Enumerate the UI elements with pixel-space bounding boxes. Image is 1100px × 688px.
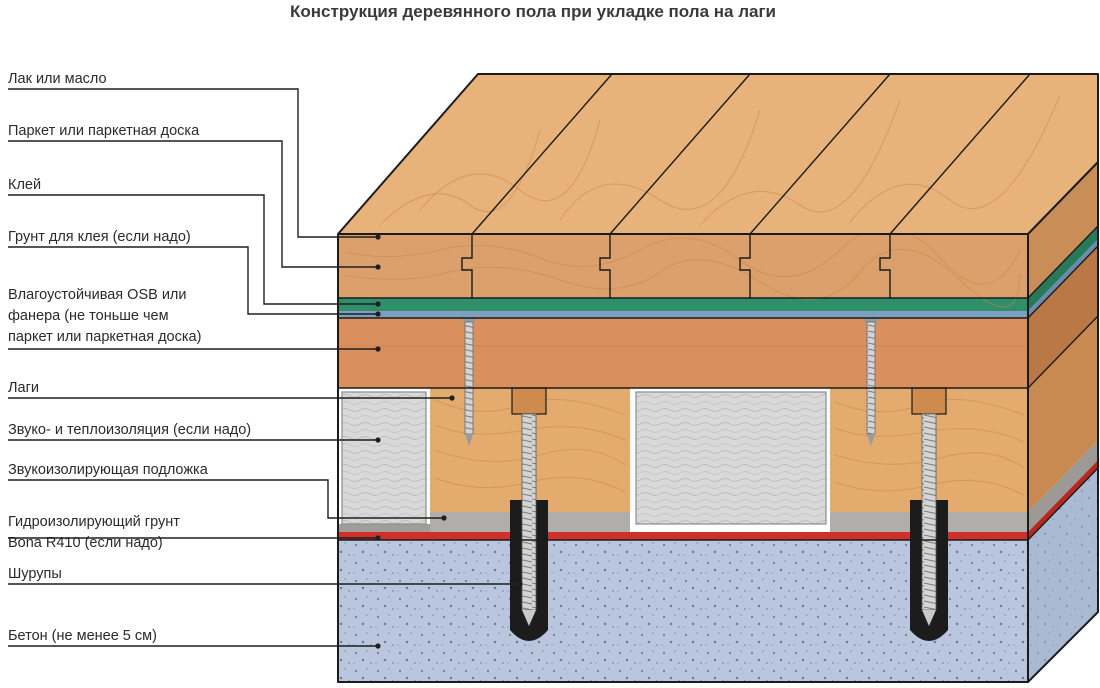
label-glue: Клей <box>8 177 381 307</box>
short-screws <box>462 318 878 446</box>
structure-outline <box>337 73 1099 683</box>
label-osb: Влагоустойчивая OSB или фанера (не тоньш… <box>8 287 381 352</box>
parquet-layer <box>338 162 1098 308</box>
label-lacquer: Лак или масло <box>8 71 381 240</box>
label-joists: Лаги <box>8 380 455 401</box>
label-screws: Шурупы <box>8 566 523 587</box>
label-text: Звуко- и теплоизоляция (если надо) <box>8 422 251 438</box>
label-text: Клей <box>8 177 41 193</box>
label-text: Грунт для клея (если надо) <box>8 229 191 245</box>
label-text: Паркет или паркетная доска <box>8 123 200 139</box>
label-text: Bona R410 (если надо) <box>8 535 163 551</box>
waterproof-primer-layer <box>338 460 1098 540</box>
glue-layer <box>338 226 1098 311</box>
label-text: Лаги <box>8 380 39 396</box>
label-underlay: Звукоизолирующая подложка <box>8 462 447 521</box>
anchor-screws <box>510 387 948 641</box>
label-text: Бетон (не менее 5 см) <box>8 628 157 644</box>
label-primer: Грунт для клея (если надо) <box>8 229 381 317</box>
label-text: Звукоизолирующая подложка <box>8 462 209 478</box>
page-title: Конструкция деревянного пола при укладке… <box>290 2 776 21</box>
osb-layer <box>338 246 1098 388</box>
primer-layer <box>338 239 1098 318</box>
label-parquet: Паркет или паркетная доска <box>8 123 381 270</box>
label-waterproof: Гидроизолирующий грунт Bona R410 (если н… <box>8 514 381 551</box>
label-text: паркет или паркетная доска) <box>8 329 201 345</box>
label-insulation: Звуко- и теплоизоляция (если надо) <box>8 422 381 443</box>
label-text: Лак или масло <box>8 71 107 87</box>
label-text: Шурупы <box>8 566 62 582</box>
label-text: фанера (не тоньше чем <box>8 308 169 324</box>
label-text: Гидроизолирующий грунт <box>8 514 180 530</box>
insulation-blocks <box>341 391 827 525</box>
label-text: Влагоустойчивая OSB или <box>8 287 187 303</box>
label-concrete: Бетон (не менее 5 см) <box>8 628 381 649</box>
parquet-top-surface <box>338 73 1098 235</box>
